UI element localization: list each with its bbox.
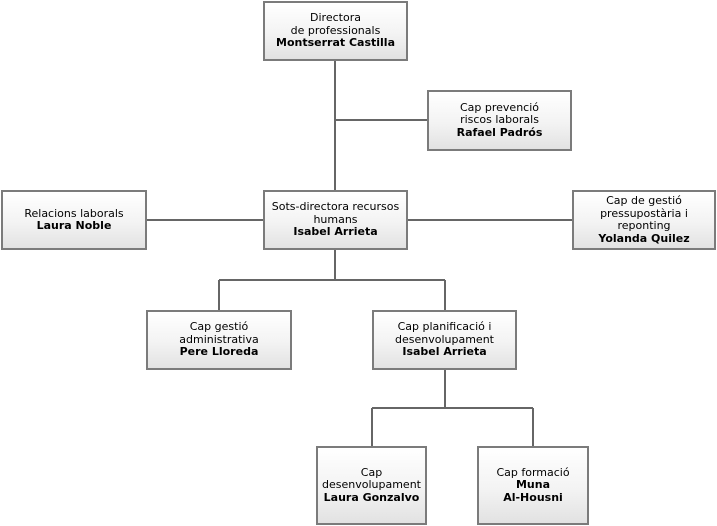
node-cap-desenvolupament[interactable]: Cap desenvolupament Laura Gonzalvo [316, 446, 427, 525]
node-cap-gestio-administrativa[interactable]: Cap gestió administrativa Pere Lloreda [146, 310, 292, 370]
node-name: Muna [515, 478, 551, 492]
node-title-line: reponting [617, 219, 671, 232]
node-title-line: Cap prevenció [459, 100, 539, 114]
node-title-line: desenvolupament [322, 478, 421, 492]
node-title-line: Cap gestió [189, 320, 249, 334]
node-name: Pere Lloreda [179, 345, 259, 359]
node-title-line: Cap planificació i [397, 320, 492, 334]
node-name: Isabel Arrieta [293, 225, 378, 239]
node-cap-gestio-pressupostaria[interactable]: Cap de gestió pressupostària i reponting… [572, 190, 716, 250]
node-sots-directora[interactable]: Sots-directora recursos humans Isabel Ar… [263, 190, 408, 250]
node-title-line: Cap formació [496, 465, 570, 479]
node-directora[interactable]: Directora de professionals Montserrat Ca… [263, 1, 408, 61]
node-title-line: administrativa [179, 332, 259, 346]
node-title-line: Cap de gestió [606, 194, 682, 207]
node-name: Laura Gonzalvo [323, 490, 420, 504]
node-title-line: Cap [360, 465, 383, 479]
node-name: Isabel Arrieta [402, 345, 487, 359]
node-name: Laura Noble [36, 219, 112, 232]
node-title-line: de professionals [290, 23, 381, 37]
node-cap-planificacio[interactable]: Cap planificació i desenvolupament Isabe… [372, 310, 517, 370]
node-name: Montserrat Castilla [276, 36, 395, 50]
node-name: Yolanda Quilez [598, 231, 690, 245]
node-title-line: desenvolupament [395, 332, 494, 346]
node-title-line: Relacions laborals [24, 206, 124, 220]
node-title-line: Sots-directora recursos [271, 200, 400, 214]
node-title-line: riscos laborals [460, 113, 539, 127]
node-name: Al-Housni [503, 490, 563, 504]
node-title-line: humans [313, 212, 358, 226]
node-title-line: Directora [310, 11, 361, 25]
node-cap-formacio[interactable]: Cap formació Muna Al-Housni [477, 446, 589, 525]
node-name: Rafael Padrós [456, 125, 543, 139]
node-relacions-laborals[interactable]: Relacions laborals Laura Noble [1, 190, 147, 250]
node-cap-prevencio[interactable]: Cap prevenció riscos laborals Rafael Pad… [427, 90, 572, 151]
node-title-line: pressupostària i [600, 206, 688, 220]
